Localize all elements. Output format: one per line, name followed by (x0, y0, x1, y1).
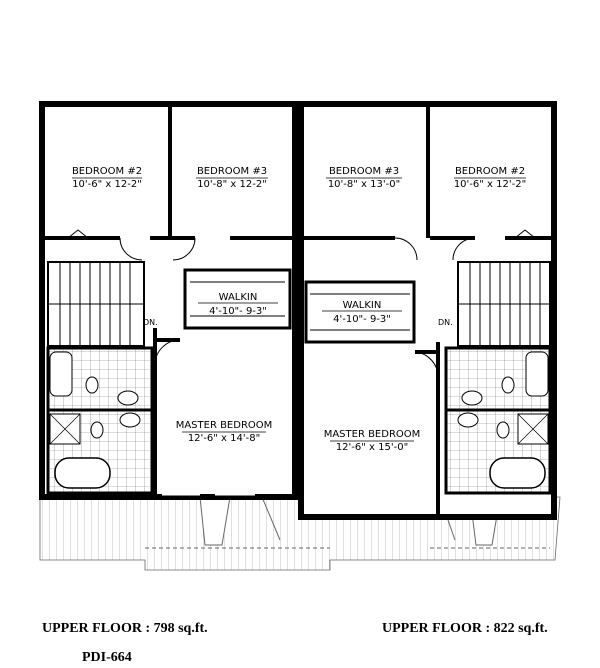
left-unit-plan (39, 101, 298, 500)
room-name: BEDROOM #3 (329, 166, 399, 177)
room-name: BEDROOM #3 (197, 166, 267, 177)
room-name: BEDROOM #2 (72, 166, 142, 177)
room-size: 4'-10"- 9-3" (209, 306, 267, 317)
floor-plan-drawing: BEDROOM #2 10'-6" x 12-2" BEDROOM #3 10'… (39, 101, 561, 571)
stairs-label: DN. (438, 318, 453, 327)
right-unit-plan (298, 101, 557, 520)
right-floor-area-label: UPPER FLOOR : 822 sq.ft. (382, 621, 548, 636)
room-name: BEDROOM #2 (455, 166, 525, 177)
room-name: WALKIN (343, 300, 382, 311)
room-size: 12'-6" x 15'-0" (336, 442, 408, 453)
room-name: MASTER BEDROOM (176, 420, 273, 431)
plan-code: PDI-664 (82, 650, 132, 665)
right-unit-labels: BEDROOM #3 10'-8" x 13'-0" BEDROOM #2 10… (322, 166, 526, 453)
stairs-label: DN. (143, 318, 158, 327)
room-size: 10'-6" x 12-2" (72, 179, 142, 190)
room-size: 10'-8" x 12-2" (197, 179, 267, 190)
room-size: 10'-6" x 12'-2" (454, 179, 526, 190)
room-size: 4'-10"- 9-3" (333, 314, 391, 325)
room-size: 12'-6" x 14'-8" (188, 433, 260, 444)
room-name: MASTER BEDROOM (324, 429, 421, 440)
room-size: 10'-8" x 13'-0" (328, 179, 400, 190)
left-unit-labels: BEDROOM #2 10'-6" x 12-2" BEDROOM #3 10'… (72, 166, 278, 444)
room-name: WALKIN (219, 292, 258, 303)
left-floor-area-label: UPPER FLOOR : 798 sq.ft. (42, 621, 208, 636)
